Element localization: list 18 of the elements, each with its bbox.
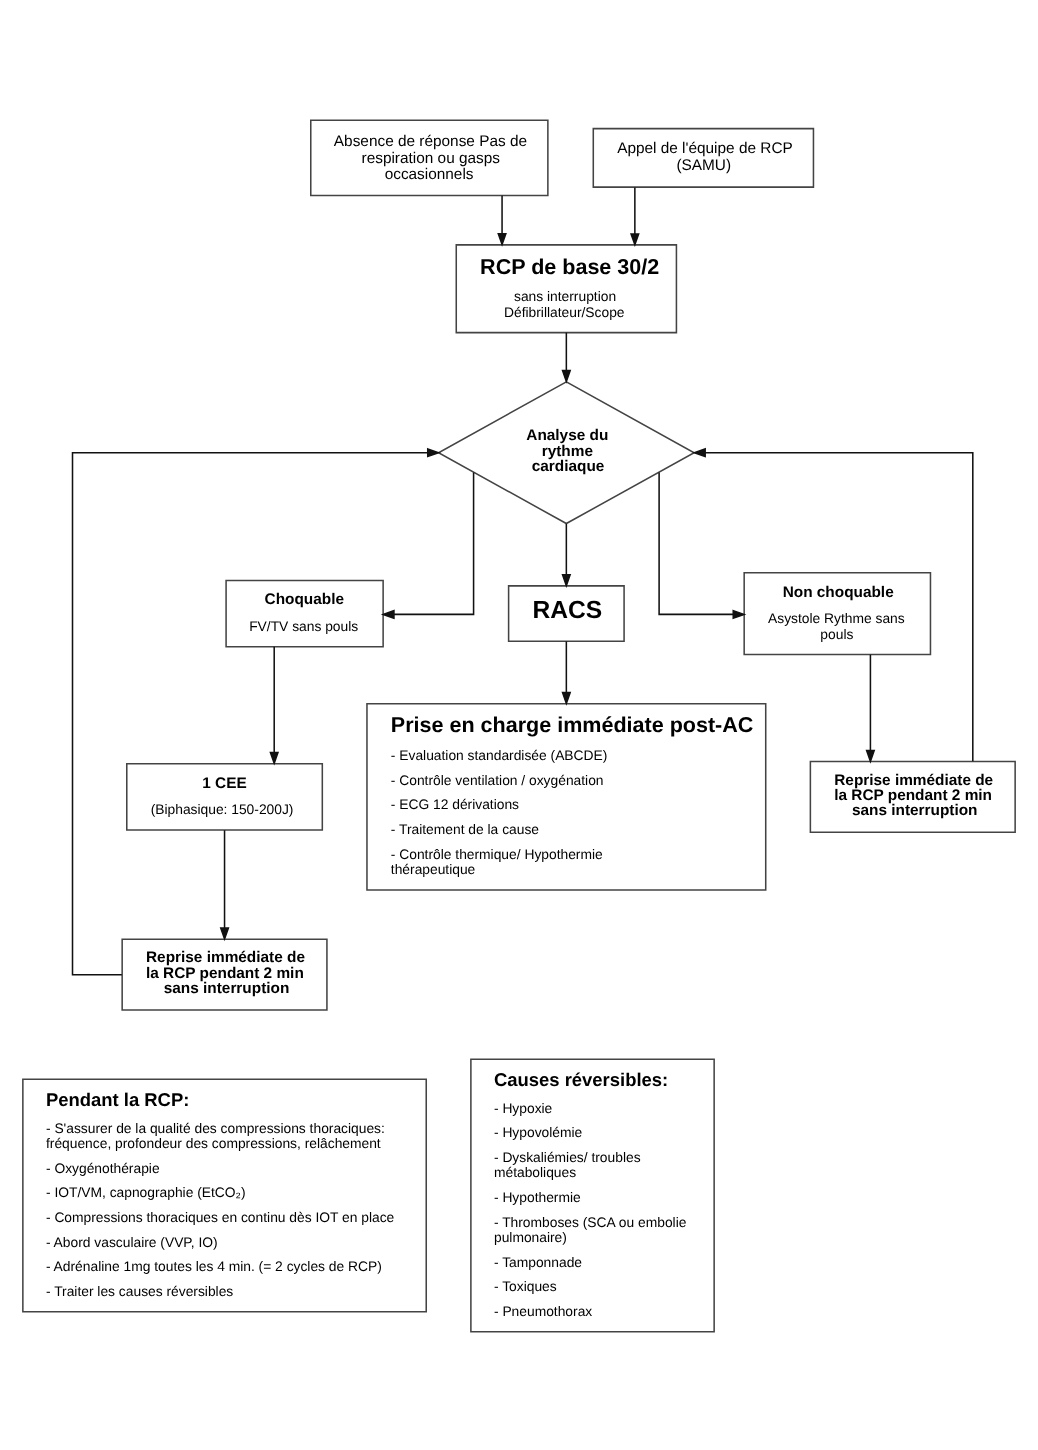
arrow	[380, 470, 475, 619]
node-diamond: Analyse du rythme cardiaque	[436, 380, 696, 524]
arrow	[692, 446, 974, 762]
arrow	[561, 330, 572, 383]
arrow	[269, 645, 280, 765]
node-box: Reprise immédiate de la RCP pendant 2 min sans interruption	[121, 937, 328, 1010]
arrow	[658, 470, 747, 619]
arrow	[219, 828, 230, 941]
node-box: RACS	[507, 584, 625, 642]
arrow	[630, 185, 640, 247]
arrow	[497, 193, 507, 246]
node-box: Absence de réponse Pas de respiration ou gasps occasionnels	[310, 118, 549, 196]
arrow	[71, 446, 441, 975]
node-box: Appel de l'équipe de RCP (SAMU)	[592, 126, 815, 187]
node-box: Reprise immédiate de la RCP pendant 2 min sans interruption	[809, 759, 1016, 832]
arrow	[865, 652, 876, 763]
arrow	[561, 639, 572, 705]
arrow	[561, 522, 572, 587]
